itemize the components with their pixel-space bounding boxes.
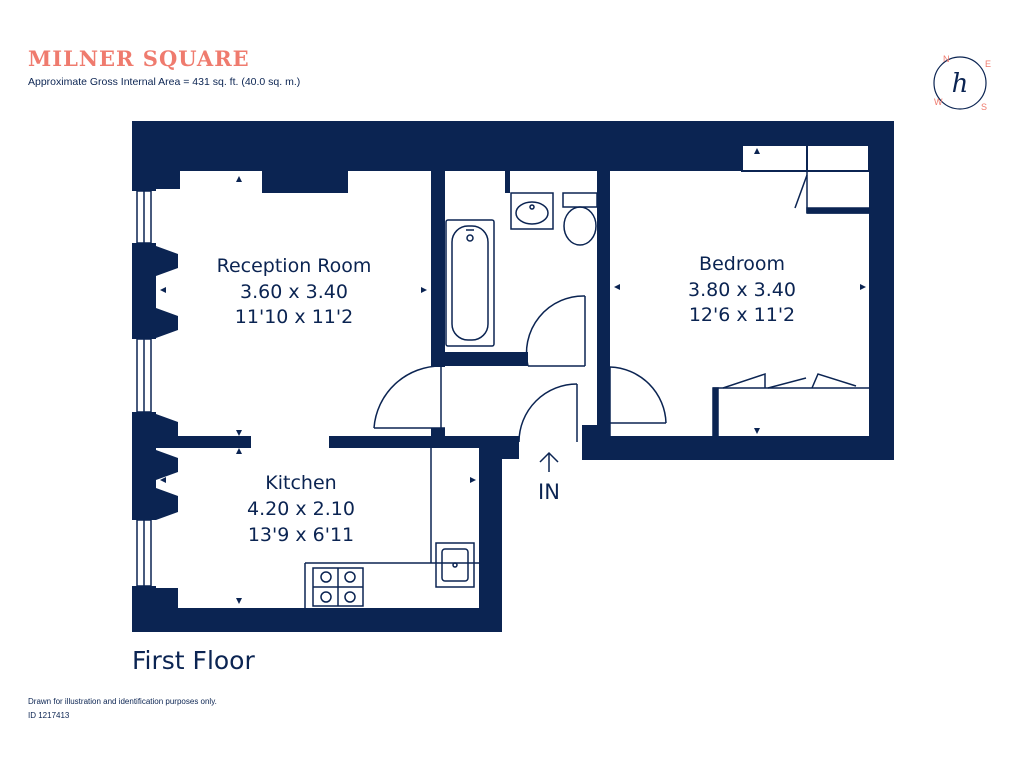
compass-logo: N E W S h bbox=[933, 54, 991, 112]
compass-n: N bbox=[943, 54, 950, 64]
hall-wall-stub bbox=[431, 428, 445, 438]
kitchen-east-wall bbox=[479, 436, 502, 632]
bathtub bbox=[445, 219, 495, 347]
left-wall-pier-2 bbox=[132, 412, 156, 520]
measurement-ticks bbox=[160, 148, 866, 604]
top-wall-bump-mid bbox=[262, 171, 348, 193]
left-wall-pier-3-shape bbox=[156, 414, 178, 436]
bedroom-name: Bedroom bbox=[699, 253, 785, 275]
kitchen-fixtures bbox=[304, 448, 479, 608]
reception-imperial: 11'10 x 11'2 bbox=[235, 306, 353, 328]
disclaimer: Drawn for illustration and identificatio… bbox=[28, 697, 217, 706]
left-wall-pier-4-shape bbox=[156, 450, 178, 480]
bathroom-fixtures bbox=[445, 192, 598, 347]
floor-label: First Floor bbox=[132, 646, 255, 675]
entrance-label: IN bbox=[538, 480, 560, 504]
bedroom-cupboard bbox=[794, 171, 870, 214]
bottom-wall bbox=[132, 608, 502, 632]
right-outer-wall bbox=[869, 121, 894, 460]
compass-w: W bbox=[934, 97, 943, 107]
left-wall-pier-1 bbox=[132, 243, 156, 339]
bedroom-bottom-stub bbox=[582, 425, 610, 437]
wardrobe bbox=[712, 372, 869, 437]
windows bbox=[136, 190, 152, 587]
bedroom-cupboard-wall-a bbox=[741, 144, 808, 172]
bedroom-bottom-wall bbox=[582, 436, 894, 460]
bedroom-west-wall bbox=[597, 367, 610, 425]
kitchen-name: Kitchen bbox=[265, 472, 336, 494]
kitchen-metric: 4.20 x 2.10 bbox=[247, 498, 355, 520]
reference-id: ID 1217413 bbox=[28, 711, 70, 720]
basin bbox=[510, 192, 554, 230]
walls bbox=[132, 121, 894, 632]
bath-south-wall bbox=[445, 352, 528, 366]
gross-area-note: Approximate Gross Internal Area = 431 sq… bbox=[28, 76, 301, 88]
kitchen-east-cap bbox=[479, 436, 519, 459]
bath-east-wall bbox=[597, 171, 610, 367]
logo-letter: h bbox=[952, 69, 969, 99]
toilet-bowl bbox=[563, 206, 597, 246]
reception-metric: 3.60 x 3.40 bbox=[240, 281, 348, 303]
bath-wc-divider bbox=[505, 171, 510, 193]
compass-s: S bbox=[981, 102, 987, 112]
reception-kitchen-wall-left bbox=[132, 436, 251, 448]
door-swings bbox=[373, 295, 667, 443]
bedroom-imperial: 12'6 x 11'2 bbox=[689, 304, 795, 326]
entrance-arrow bbox=[539, 451, 559, 472]
bedroom-cupboard-wall-b bbox=[806, 144, 870, 172]
reception-name: Reception Room bbox=[217, 255, 372, 277]
compass-ring bbox=[933, 56, 987, 110]
bedroom-metric: 3.80 x 3.40 bbox=[688, 279, 796, 301]
reception-east-wall bbox=[431, 171, 445, 367]
left-wall-pier-2-shape bbox=[156, 308, 178, 338]
kitchen-imperial: 13'9 x 6'11 bbox=[248, 524, 354, 546]
left-wall-pier-1-shape bbox=[156, 246, 178, 276]
sink bbox=[435, 542, 475, 588]
reception-kitchen-wall-right bbox=[329, 436, 502, 448]
toilet-cistern bbox=[562, 192, 598, 208]
left-wall-c bbox=[132, 586, 156, 608]
compass-e: E bbox=[985, 59, 991, 69]
property-title: MILNER SQUARE bbox=[28, 46, 250, 71]
left-wall-a bbox=[132, 171, 156, 191]
left-wall-pier-5-shape bbox=[156, 488, 178, 520]
